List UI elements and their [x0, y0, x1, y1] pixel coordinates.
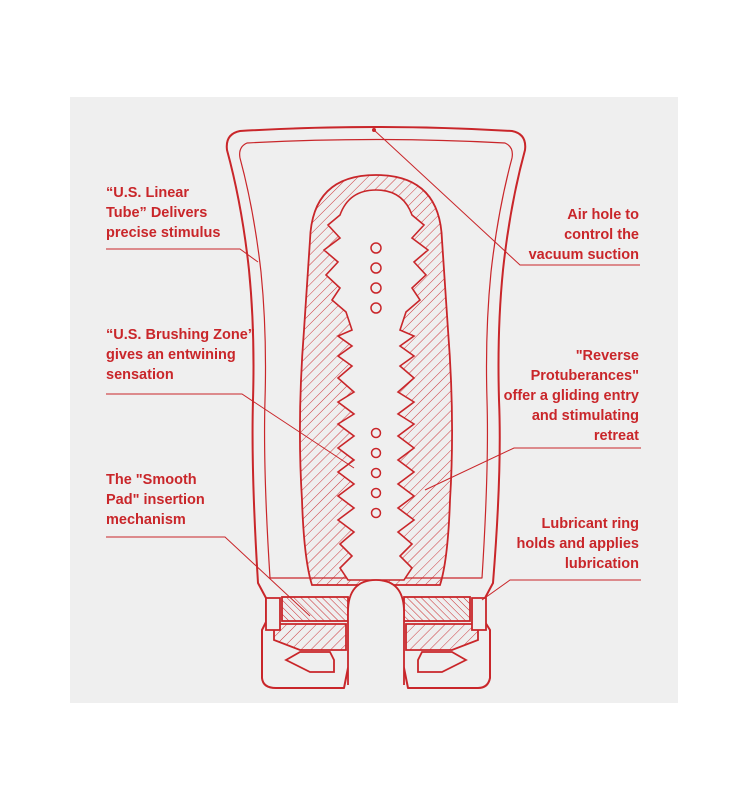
leader-lubricant-ring — [481, 579, 641, 601]
leader-reverse-protuberances — [424, 447, 641, 491]
brushing-zone-nubs — [370, 242, 382, 519]
callout-linear-tube: “U.S. Linear Tube” Delivers precise stim… — [106, 183, 220, 243]
smooth-pad-right — [403, 596, 471, 622]
callout-linear-tube-line: Tube” Delivers — [106, 205, 208, 221]
callout-brushing-zone-line: gives an entwining — [106, 347, 236, 363]
base-foot-right — [417, 651, 468, 673]
lubricant-ring-right — [471, 597, 487, 631]
leader-brushing-zone — [106, 393, 355, 469]
air-hole-marker — [372, 128, 376, 132]
callout-smooth-pad: The "Smooth Pad" insertion mechanism — [106, 470, 205, 530]
base-foot-left — [284, 651, 335, 673]
callout-reverse-protuberances-line: and stimulating — [531, 408, 639, 424]
callout-smooth-pad-line: Pad" insertion — [106, 492, 205, 508]
callout-brushing-zone-line: sensation — [106, 367, 174, 383]
callout-brushing-zone: “U.S. Brushing Zone” gives an entwining … — [106, 325, 255, 385]
leader-smooth-pad — [106, 536, 311, 617]
base-insert-right — [405, 623, 479, 651]
callout-lubricant-ring-line: lubrication — [564, 556, 639, 572]
entry-opening — [347, 579, 405, 685]
callout-lubricant-ring-line: Lubricant ring — [541, 516, 639, 532]
callout-air-hole-line: control the — [564, 227, 639, 243]
base-insert-left — [273, 623, 347, 651]
lubricant-ring-left — [265, 597, 281, 631]
smooth-pad-left — [281, 596, 349, 622]
callout-linear-tube-line: precise stimulus — [106, 225, 221, 241]
callout-brushing-zone-line: “U.S. Brushing Zone” — [106, 327, 256, 343]
callout-air-hole-line: vacuum suction — [528, 247, 639, 263]
inner-tube-wall — [239, 138, 513, 579]
callout-reverse-protuberances-line: "Reverse — [575, 348, 639, 364]
leader-linear-tube — [106, 248, 259, 263]
callout-lubricant-ring-line: holds and applies — [516, 536, 639, 552]
callout-smooth-pad-line: mechanism — [106, 512, 186, 528]
callout-reverse-protuberances-line: retreat — [593, 428, 639, 444]
callout-air-hole: Air hole to control the vacuum suction — [529, 205, 639, 265]
callout-lubricant-ring: Lubricant ring holds and applies lubrica… — [517, 514, 639, 574]
leader-air-hole — [373, 129, 640, 266]
callout-reverse-protuberances-line: Protuberances" — [530, 368, 639, 384]
callout-reverse-protuberances: "Reverse Protuberances" offer a gliding … — [504, 346, 639, 446]
callout-smooth-pad-line: The "Smooth — [106, 472, 197, 488]
outer-tube-shell — [225, 126, 527, 689]
callout-air-hole-line: Air hole to — [567, 207, 639, 223]
callout-reverse-protuberances-line: offer a gliding entry — [503, 388, 639, 404]
callout-linear-tube-line: “U.S. Linear — [106, 185, 189, 201]
